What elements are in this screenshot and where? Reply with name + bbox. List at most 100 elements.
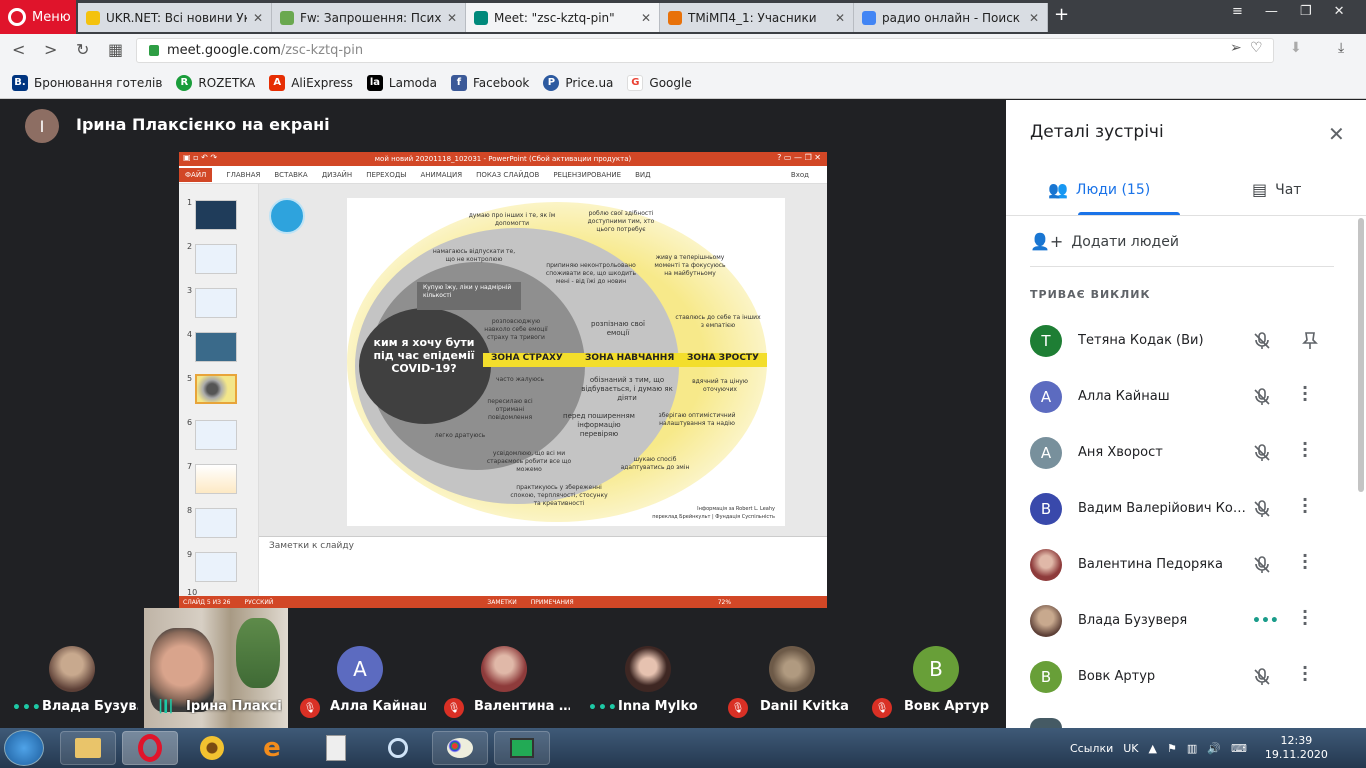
panel-scrollbar[interactable]: [1358, 218, 1364, 492]
close-panel-icon[interactable]: ✕: [1328, 122, 1345, 146]
clock[interactable]: 12:39 19.11.2020: [1265, 734, 1328, 762]
participant-tile[interactable]: 🎙 Danil Kvitka: [720, 608, 864, 728]
thumb-number: 5: [187, 374, 193, 383]
participant-row[interactable]: Влада Бузуверя ••• ···: [1006, 595, 1346, 651]
tab-moodle[interactable]: ТМіМП4_1: Учасники ✕: [660, 3, 854, 32]
close-tab-icon[interactable]: ✕: [640, 10, 651, 25]
slide-thumbnail: [195, 200, 237, 230]
back-icon[interactable]: <: [12, 40, 26, 59]
more-options-icon[interactable]: ···: [1302, 490, 1309, 521]
tab-meet[interactable]: Meet: "zsc-kztq-pin" ✕: [466, 3, 660, 32]
person-silhouette: [150, 628, 214, 712]
taskbar-explorer[interactable]: [60, 731, 116, 765]
vpn-download-icon[interactable]: ⬇: [1290, 40, 1302, 56]
tab-email[interactable]: Fw: Запрошення: Психоло ✕: [272, 3, 466, 32]
more-options-icon[interactable]: ···: [1302, 658, 1309, 689]
participant-name: Влада Бузуверя: [1078, 613, 1188, 628]
speed-dial-icon[interactable]: ▦: [108, 40, 124, 59]
participant-avatar: В: [1030, 493, 1062, 525]
downloads-icon[interactable]: ⤓: [1338, 40, 1345, 56]
participant-tile[interactable]: В 🎙 Вовк Артур: [864, 608, 1008, 728]
participant-row[interactable]: Т Тетяна Кодак (Ви): [1006, 315, 1346, 371]
participant-avatar: А: [1030, 437, 1062, 469]
ppt-ribbon-tab: ПОКАЗ СЛАЙДОВ: [476, 170, 540, 179]
participant-row[interactable]: А Алла Кайнаш ···: [1006, 371, 1346, 427]
taskbar-search-app[interactable]: [370, 731, 426, 765]
pin-icon[interactable]: [1302, 331, 1318, 355]
participant-row[interactable]: В Вовк Артур ···: [1006, 651, 1346, 707]
participant-row[interactable]: В Вадим Валерійович Ко… ···: [1006, 483, 1346, 539]
heart-icon[interactable]: ♡: [1250, 40, 1263, 56]
slide-thumbnail: [195, 288, 237, 318]
participant-tile[interactable]: ••• Влада Бузув…: [0, 608, 144, 728]
speaking-indicator-icon: •••: [12, 700, 42, 716]
restore-icon[interactable]: ❐: [1299, 3, 1312, 19]
participant-name: Тетяна Кодак (Ви): [1078, 333, 1204, 348]
participant-tile[interactable]: 🎙 Валентина …: [432, 608, 576, 728]
bookmark-booking[interactable]: B.Бронювання готелів: [12, 74, 163, 91]
more-options-icon[interactable]: ···: [1302, 434, 1309, 465]
tray-expand-icon[interactable]: ▲: [1148, 741, 1157, 755]
close-window-icon[interactable]: ✕: [1333, 3, 1345, 19]
start-button[interactable]: [4, 730, 44, 766]
taskbar-opera[interactable]: [122, 731, 178, 765]
participant-tile[interactable]: А 🎙 Алла Кайнаш: [288, 608, 432, 728]
ppt-notes-pane: Заметки к слайду: [259, 536, 827, 596]
ppt-ribbon: ФАЙЛ ГЛАВНАЯ ВСТАВКА ДИЗАЙН ПЕРЕХОДЫ АНИ…: [179, 166, 827, 184]
more-options-icon[interactable]: ···: [1302, 602, 1309, 633]
reload-icon[interactable]: ↻: [76, 40, 90, 59]
speaking-indicator-icon: •••: [588, 700, 618, 716]
keyboard-icon[interactable]: ⌨: [1230, 741, 1247, 755]
new-tab-icon[interactable]: +: [1054, 4, 1070, 25]
close-tab-icon[interactable]: ✕: [446, 10, 457, 25]
taskbar-calculator[interactable]: [308, 731, 364, 765]
links-toolbar[interactable]: Ссылки: [1070, 741, 1114, 755]
close-tab-icon[interactable]: ✕: [252, 10, 263, 25]
taskbar-paint[interactable]: [432, 731, 488, 765]
taskbar-monitor[interactable]: [494, 731, 550, 765]
volume-icon[interactable]: 🔊: [1207, 741, 1221, 755]
thumb-number: 7: [187, 462, 193, 471]
tab-people[interactable]: 👥 Люди (15): [1048, 180, 1150, 199]
tab-google-search[interactable]: радио онлайн - Поиск в G ✕: [854, 3, 1048, 32]
credit-line: Інформація за Robert L. Leahy: [697, 506, 775, 512]
action-center-icon[interactable]: ⚑: [1166, 741, 1177, 755]
center-question: ким я хочу бути під час епідемії COVID-1…: [373, 336, 475, 375]
close-tab-icon[interactable]: ✕: [834, 10, 845, 25]
opera-menu-button[interactable]: Меню: [0, 0, 76, 34]
language-indicator[interactable]: UK: [1123, 741, 1139, 755]
url-field[interactable]: meet.google.com/zsc-kztq-pin: [136, 38, 1274, 63]
more-options-icon[interactable]: ···: [1302, 546, 1309, 577]
participant-name: Валентина …: [474, 699, 570, 714]
tab-title: Fw: Запрошення: Психоло: [300, 10, 441, 25]
add-people-button[interactable]: 👤+ Додати людей: [1030, 232, 1179, 251]
participant-tile-video[interactable]: |ǀ| Ірина Плаксі…: [144, 608, 288, 728]
more-options-icon[interactable]: ···: [1302, 378, 1309, 409]
participant-row[interactable]: Валентина Педоряка ···: [1006, 539, 1346, 595]
taskbar-ie[interactable]: e: [244, 731, 300, 765]
tab-menu-icon[interactable]: ≡: [1232, 3, 1243, 19]
participant-name: Вовк Артур: [1078, 669, 1156, 684]
taskbar-app[interactable]: [184, 731, 240, 765]
magnifier-icon: [388, 738, 408, 758]
forward-icon[interactable]: >: [44, 40, 58, 59]
minimize-icon[interactable]: —: [1264, 3, 1278, 19]
priceua-icon: P: [543, 74, 560, 91]
send-icon[interactable]: ➢: [1230, 40, 1242, 56]
participant-tile[interactable]: ••• Inna Mylko: [576, 608, 720, 728]
close-tab-icon[interactable]: ✕: [1028, 10, 1039, 25]
network-icon[interactable]: ▥: [1186, 741, 1198, 755]
tab-chat[interactable]: ▤ Чат: [1252, 180, 1301, 199]
learning-item: намагаюсь відпускати те, що не контролюю: [432, 248, 516, 263]
participant-row[interactable]: А Аня Хворост ···: [1006, 427, 1346, 483]
clock-date: 19.11.2020: [1264, 748, 1328, 761]
shared-screen-powerpoint[interactable]: мой новий 20201118_102031 - PowerPoint (…: [179, 152, 827, 608]
bookmark-label: Бронювання готелів: [34, 75, 163, 90]
tab-ukrnet[interactable]: UKR.NET: Всі новини Укра ✕: [78, 3, 272, 32]
